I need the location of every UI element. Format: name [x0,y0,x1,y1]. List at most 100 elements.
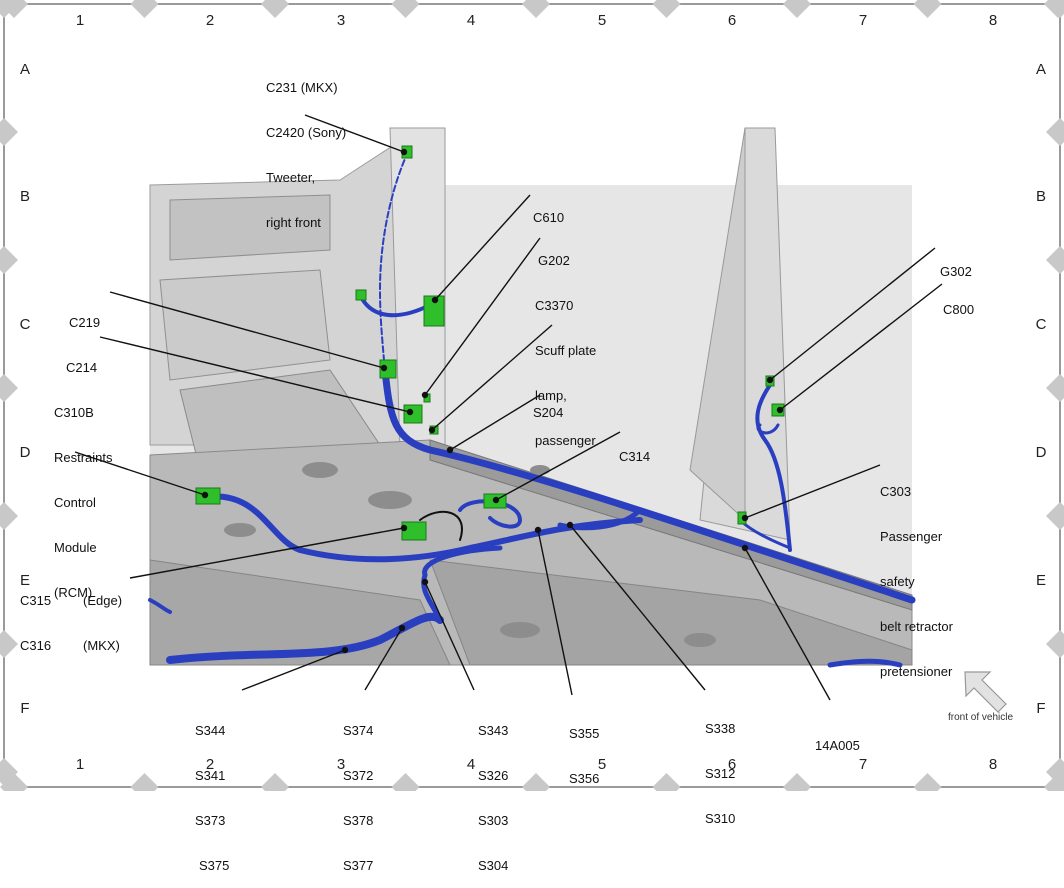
grid-col-label: 6 [727,12,737,29]
callout-line: C214 [66,360,98,375]
border-tick [1046,118,1064,146]
callout-c214: C214 [66,330,97,390]
border-tick [261,0,289,18]
connector-c315 [401,521,427,541]
grid-row-label: E [1035,572,1046,589]
border-tick [130,0,159,18]
grid-row-label: C [19,316,31,333]
callout-leaders [74,114,943,701]
connector-c610 [423,295,445,327]
grid-row-label: D [1035,444,1047,461]
callout-line: S310 [705,811,736,826]
border-tick [0,118,18,146]
wiring-location-diagram [0,0,1064,791]
grid-row-label: B [19,188,30,205]
front-of-vehicle-arrow-icon [964,671,1007,713]
callout-line: S373 [195,813,226,828]
callout-line: C2420 (Sony) [266,125,347,140]
grid-row-label: C [1035,316,1047,333]
grid-row-label: E [19,572,30,589]
callout-line: S344 [195,723,226,738]
border-tick [652,0,681,18]
border-tick [913,773,942,791]
callout-g202: G202 [538,223,570,283]
callout-line: S338 [705,721,736,736]
callout-line: C231 (MKX) [266,80,338,95]
callout-line: Module [54,540,97,555]
callout-line: C219 [69,315,101,330]
callout-line: G302 [940,264,972,279]
grid-col-label: 4 [466,756,476,773]
callout-line: 14A005 [815,738,860,753]
callout-line: C316 [20,638,52,653]
border-tick [130,773,159,791]
grid-col-label: 6 [727,756,737,773]
callout-line: S377 [343,858,374,873]
vehicle-body-panel [149,127,913,666]
callout-c800: C800 [943,272,974,332]
callout-line: S303 [478,813,509,828]
grid-row-label: D [19,444,31,461]
border-tick [1046,630,1064,658]
grid-row-label: B [1035,188,1046,205]
grid-col-label: 7 [858,12,868,29]
callout-line: S341 [195,768,226,783]
callout-line: C3370 [535,298,574,313]
callout-harness-14a005: 14A005 [815,708,860,768]
border-tick [0,246,18,274]
callout-line: Scuff plate [535,343,597,358]
callout-c315-c316: C315 C316 [20,563,51,668]
callout-line: S372 [343,768,374,783]
border-tick [783,0,811,18]
grid-row-label: A [19,61,30,78]
grid-row-label: F [1036,700,1046,717]
callout-c610: C610 [533,180,564,240]
border-tick [1046,758,1064,786]
callout-line: Control [54,495,96,510]
callout-line: C314 [619,449,651,464]
callout-c231-tweeter: C231 (MKX) C2420 (Sony) Tweeter, right f… [266,50,346,245]
grid-col-label: 1 [75,756,85,773]
grid-col-label: 3 [336,756,346,773]
callout-line: C610 [533,210,565,225]
grid-col-label: 1 [75,12,85,29]
border-tick [522,773,550,791]
callout-c3370: C3370 Scuff plate lamp, passenger [535,268,596,463]
grid-col-label: 4 [466,12,476,29]
connector-tweeter-branch [355,289,367,301]
callout-line: S378 [343,813,374,828]
callout-c314: C314 [619,419,650,479]
border-tick [391,773,420,791]
callout-line: (RCM) [54,585,93,600]
grid-col-label: 5 [597,756,607,773]
border-tick [0,758,18,786]
callout-line: S356 [569,771,600,786]
connector-c214 [403,404,423,424]
front-of-vehicle-label: front of vehicle [948,712,1014,723]
callout-c219: C219 [69,285,100,345]
border-tick [391,0,420,18]
callout-line: (Edge) [83,593,123,608]
callout-line: S326 [478,768,509,783]
border-tick [0,0,18,18]
grid-row-label: F [20,700,30,717]
callout-c315-variant: (Edge) (MKX) [83,563,122,668]
grid-row-label: A [1035,61,1046,78]
grid-col-label: 2 [205,12,215,29]
border-tick [261,773,289,791]
callout-line: (MKX) [83,638,120,653]
border-tick [652,773,681,791]
callout-line: S374 [343,723,374,738]
callout-line: G202 [538,253,570,268]
border-tick [0,773,28,791]
callout-line: passenger [535,433,596,448]
callout-line: S204 [533,405,564,420]
border-tick [0,374,18,402]
callout-line: S312 [705,766,736,781]
grid-col-label: 5 [597,12,607,29]
border-tick [522,0,550,18]
callout-line: safety [880,574,915,589]
callout-line: lamp, [535,388,567,403]
callout-line: S343 [478,723,509,738]
grid-col-label: 7 [858,756,868,773]
